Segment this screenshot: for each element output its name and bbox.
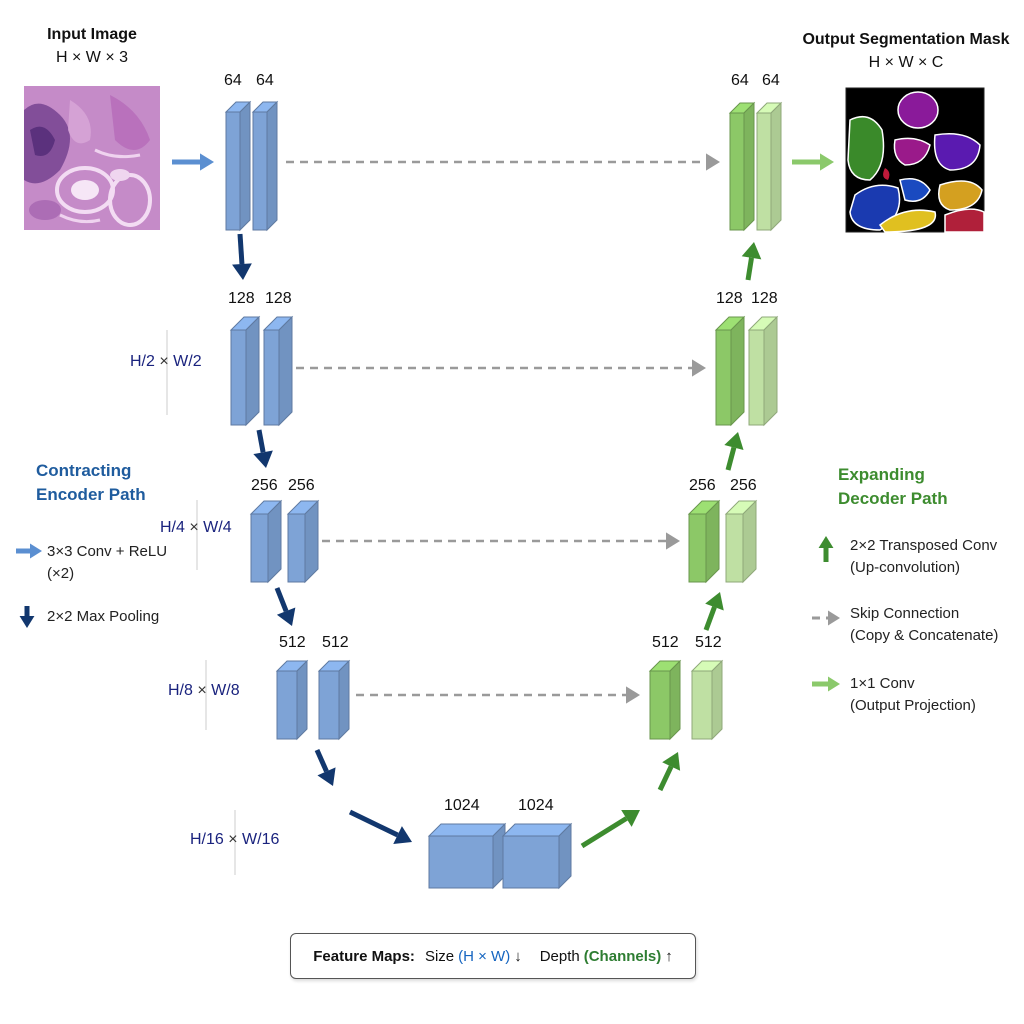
dec2-ch-a: 128 (716, 290, 743, 307)
enc1-ch-b: 64 (256, 72, 274, 89)
dim-level2: H/2 × W/2 (130, 353, 202, 370)
enc2-block-a (229, 315, 261, 427)
dec2-block-a (714, 315, 746, 427)
pool-arrow-2 (253, 429, 273, 468)
pool-arrow-4 (314, 748, 336, 786)
feature-maps-note: Feature Maps: Size (H × W) ↓ Depth (Chan… (290, 933, 696, 979)
dec4-block-a (648, 659, 682, 741)
conv-arrow-icon (16, 543, 42, 559)
enc1-block-a (224, 100, 252, 232)
upconv-arrow-2 (657, 752, 681, 792)
output-title: Output Segmentation Mask (802, 31, 1010, 48)
dec3-ch-a: 256 (689, 477, 716, 494)
dec4-block-b (690, 659, 724, 741)
pool-arrow-3 (274, 587, 296, 626)
dec2-block-b (747, 315, 779, 427)
enc4-ch-b: 512 (322, 634, 349, 651)
enc4-ch-a: 512 (279, 634, 306, 651)
enc3-ch-a: 256 (251, 477, 278, 494)
dec4-ch-a: 512 (652, 634, 679, 651)
upconv-arrow-icon (818, 536, 834, 562)
dec3-block-b (724, 499, 758, 584)
dec1-ch-b: 64 (762, 72, 780, 89)
input-image (24, 86, 160, 230)
dec1-block-b (755, 101, 783, 232)
bottleneck-block-b (501, 822, 573, 890)
input-conv-arrow (172, 153, 214, 171)
input-title: Input Image (47, 26, 137, 43)
upconv-arrow-4 (724, 432, 744, 471)
enc3-block-a (249, 499, 283, 584)
dec1-ch-a: 64 (731, 72, 749, 89)
maxpool-arrow-icon (19, 606, 35, 628)
legend-skip: Skip Connection(Copy & Concatenate) (850, 605, 999, 644)
enc2-block-b (262, 315, 294, 427)
enc1-ch-a: 64 (224, 72, 242, 89)
output-mask (845, 87, 985, 233)
arrow-up-icon: ↑ (665, 947, 673, 965)
dec4-ch-b: 512 (695, 634, 722, 651)
pool-arrow-1 (232, 233, 252, 280)
upconv-arrow-1 (580, 810, 640, 849)
skip-arrow-1 (286, 153, 720, 171)
legend-conv: 3×3 Conv + ReLU(×2) (47, 543, 168, 582)
dim-level5: H/16 × W/16 (190, 831, 280, 848)
dec1-block-a (728, 101, 756, 232)
dim-level4: H/8 × W/8 (168, 682, 240, 699)
bottleneck-ch-a: 1024 (444, 797, 480, 814)
dec3-block-a (687, 499, 721, 584)
output-dims: H × W × C (868, 54, 944, 71)
enc1-block-b (251, 100, 279, 232)
dim-level3: H/4 × W/4 (160, 519, 232, 536)
feature-maps-label: Feature Maps: (313, 947, 415, 965)
dec2-ch-b: 128 (751, 290, 778, 307)
arrow-down-icon: ↓ (514, 947, 522, 965)
skip-arrow-3 (322, 532, 680, 550)
legend-maxpool: 2×2 Max Pooling (47, 608, 160, 625)
output-conv-arrow (792, 153, 834, 171)
upconv-arrow-5 (741, 242, 762, 281)
legend-upconv: 2×2 Transposed Conv(Up-convolution) (850, 537, 998, 576)
skip-arrow-icon (812, 610, 840, 626)
skip-arrow-2 (296, 359, 706, 377)
skip-arrow-4 (356, 686, 640, 704)
enc2-ch-a: 128 (228, 290, 255, 307)
output-arrow-icon (812, 676, 840, 692)
bottleneck-ch-b: 1024 (518, 797, 554, 814)
enc2-ch-b: 128 (265, 290, 292, 307)
enc4-block-a (275, 659, 309, 741)
pool-arrow-5 (348, 809, 412, 844)
enc4-block-b (317, 659, 351, 741)
input-dims: H × W × 3 (55, 49, 129, 66)
bottleneck-block-a (427, 822, 507, 890)
dec3-ch-b: 256 (730, 477, 757, 494)
legend-output: 1×1 Conv(Output Projection) (850, 675, 976, 714)
enc3-ch-b: 256 (288, 477, 315, 494)
enc3-block-b (286, 499, 320, 584)
upconv-arrow-3 (703, 592, 724, 631)
